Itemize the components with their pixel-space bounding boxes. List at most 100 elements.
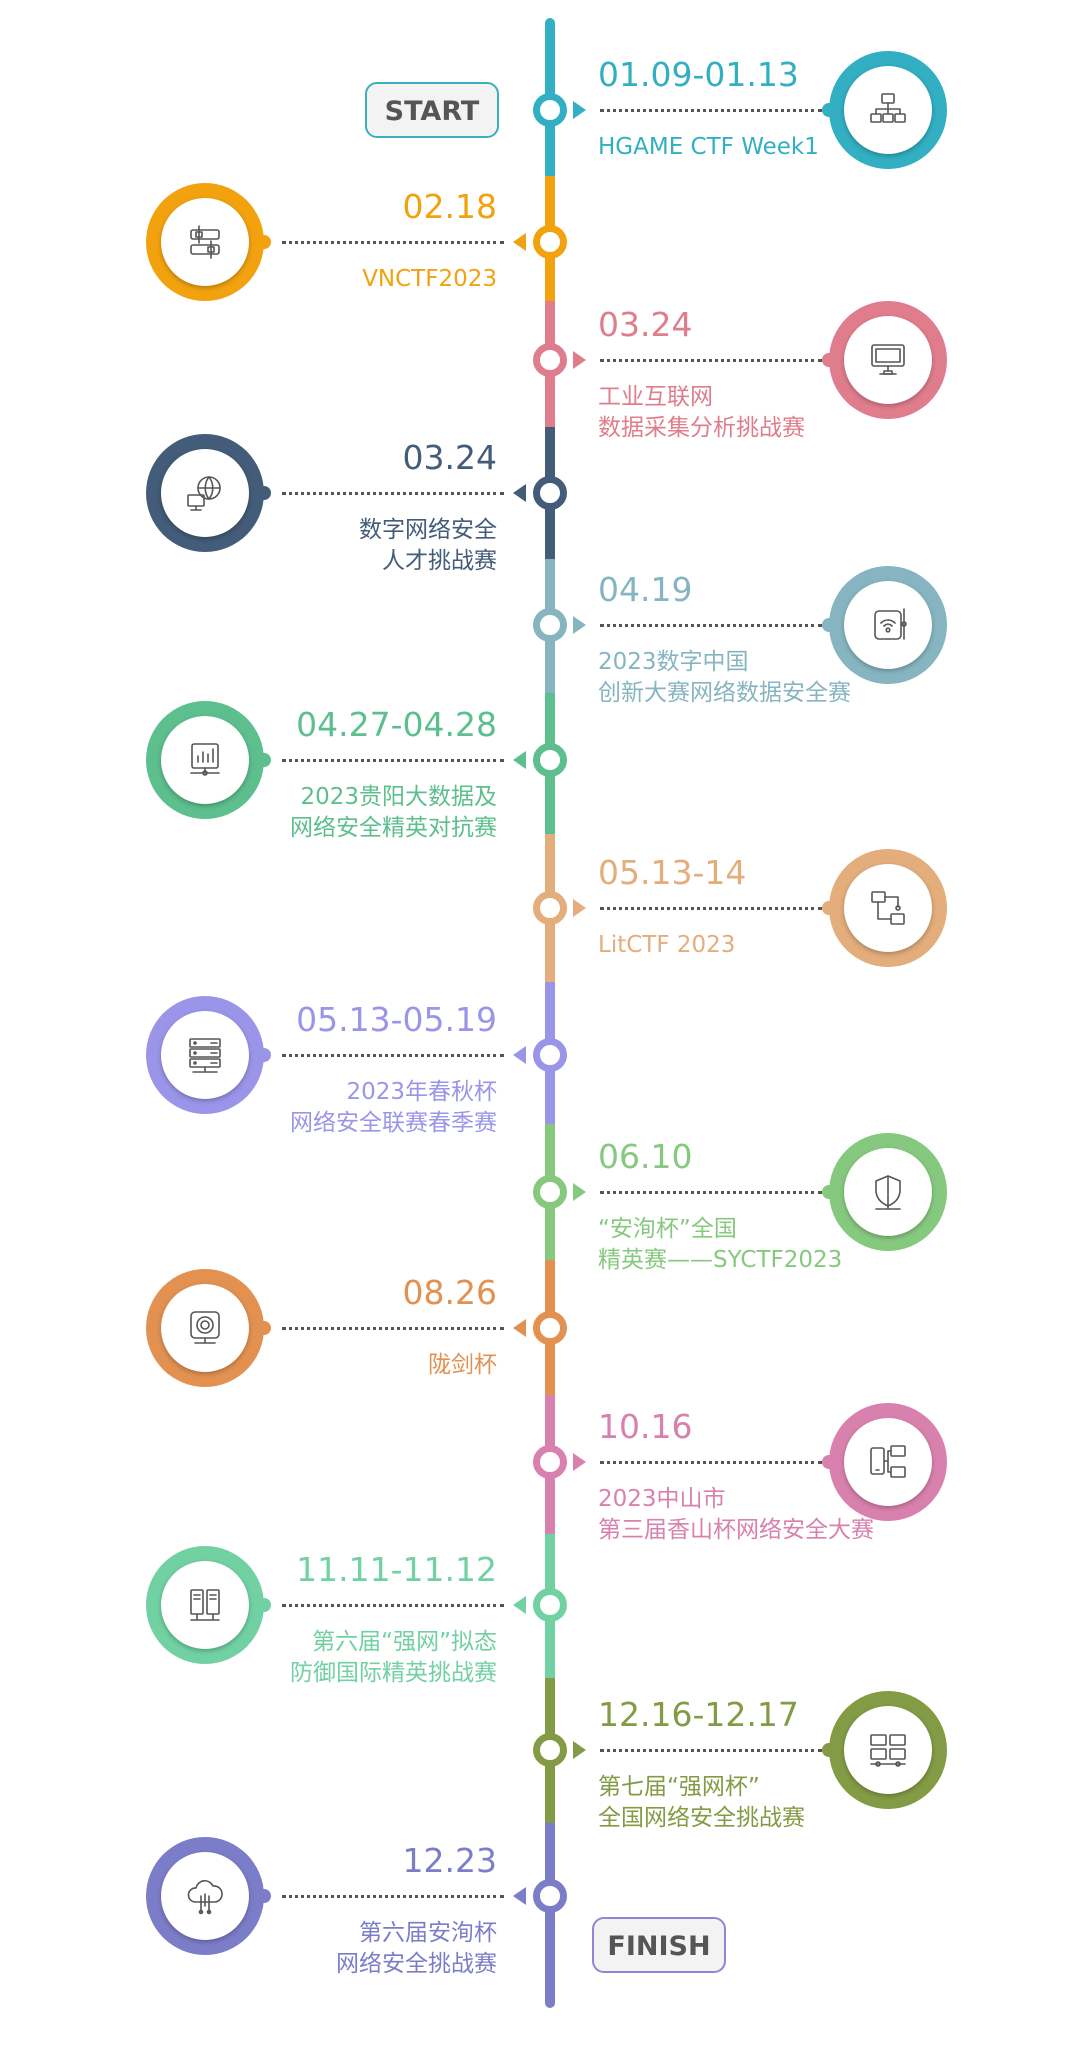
dotted-connector	[600, 359, 822, 362]
icon-backdrop	[844, 581, 932, 669]
event-icon-badge	[146, 434, 271, 552]
dotted-connector	[282, 1327, 504, 1330]
connector-knob	[822, 1185, 836, 1199]
timeline-node	[533, 1588, 567, 1622]
event-name-line: 第六届“强网”拟态	[312, 1629, 497, 1655]
event-icon-badge	[146, 701, 271, 819]
connector-knob	[257, 1048, 271, 1062]
event-date: 03.24	[402, 438, 497, 477]
event-date: 01.09-01.13	[598, 55, 799, 94]
dotted-connector	[282, 241, 504, 244]
event-name-line: 第三届香山杯网络安全大赛	[598, 1517, 874, 1543]
event-name-line: VNCTF2023	[362, 266, 497, 292]
event-date: 04.19	[598, 570, 693, 609]
pointer-arrow	[573, 616, 586, 634]
server-network-icon	[870, 1734, 906, 1767]
connector-knob	[822, 618, 836, 632]
timeline-node	[533, 93, 567, 127]
event-icon-badge	[146, 1837, 271, 1955]
connector-knob	[822, 1743, 836, 1757]
event-name-line: 第六届安洵杯	[359, 1920, 497, 1946]
timeline-node	[533, 225, 567, 259]
event-name-line: 网络安全联赛春季赛	[290, 1110, 497, 1136]
dotted-connector	[282, 759, 504, 762]
timeline-node	[533, 1175, 567, 1209]
event-name-line: LitCTF 2023	[598, 932, 736, 958]
dotted-connector	[600, 1191, 822, 1194]
pointer-arrow	[573, 1453, 586, 1471]
timeline-node	[533, 743, 567, 777]
connector-knob	[822, 103, 836, 117]
icon-backdrop	[161, 449, 249, 537]
icon-backdrop	[161, 1011, 249, 1099]
cloud-upload-icon	[187, 1880, 223, 1915]
servers-icon	[190, 1589, 220, 1621]
event-name-line: 第七届“强网杯”	[598, 1774, 760, 1800]
icon-backdrop	[161, 716, 249, 804]
dotted-connector	[600, 109, 822, 112]
pointer-arrow	[513, 484, 526, 502]
icon-backdrop	[844, 66, 932, 154]
dotted-connector	[600, 1461, 822, 1464]
event-name-line: 人才挑战赛	[382, 548, 497, 574]
event-name-line: 2023中山市	[598, 1486, 726, 1512]
event-name-line: 2023贵阳大数据及	[300, 784, 497, 810]
icon-backdrop	[844, 864, 932, 952]
event-icon-badge	[822, 1691, 947, 1809]
event-icon-badge	[822, 301, 947, 419]
connector-knob	[257, 753, 271, 767]
event-date: 05.13-05.19	[296, 1000, 497, 1039]
timeline-node	[533, 343, 567, 377]
event-name-line: 精英赛——SYCTF2023	[598, 1247, 843, 1273]
globe-network-icon	[187, 476, 221, 511]
icon-backdrop	[844, 1148, 932, 1236]
event-icon-badge	[822, 849, 947, 967]
pointer-arrow	[513, 1596, 526, 1614]
event-date: 05.13-14	[598, 853, 747, 892]
event-name-line: HGAME CTF Week1	[598, 134, 819, 160]
connector-knob	[257, 1598, 271, 1612]
event-name-line: 网络安全精英对抗赛	[290, 815, 497, 841]
monitor-icon	[871, 344, 905, 375]
event-date: 06.10	[598, 1137, 693, 1176]
event-icon-badge	[822, 51, 947, 169]
event-date: 10.16	[598, 1407, 693, 1446]
pointer-arrow	[573, 899, 586, 917]
event-name-line: 2023数字中国	[598, 649, 749, 675]
event-date: 02.18	[402, 187, 497, 226]
event-icon-badge	[146, 1546, 271, 1664]
dotted-connector	[282, 492, 504, 495]
event-date: 08.26	[402, 1273, 497, 1312]
pointer-arrow	[573, 1741, 586, 1759]
sliders-icon	[190, 225, 220, 259]
pointer-arrow	[513, 1887, 526, 1905]
event-date: 11.11-11.12	[296, 1550, 497, 1589]
event-icon-badge	[146, 996, 271, 1114]
event-name-line: “安洵杯”全国	[598, 1216, 737, 1242]
dotted-connector	[600, 907, 822, 910]
icon-backdrop	[161, 1561, 249, 1649]
event-name-line: 数据采集分析挑战赛	[598, 415, 805, 441]
timeline-node	[533, 1879, 567, 1913]
pointer-arrow	[513, 233, 526, 251]
dotted-connector	[600, 624, 822, 627]
timeline-node	[533, 476, 567, 510]
event-name-line: 网络安全挑战赛	[336, 1951, 497, 1977]
timeline-node	[533, 1445, 567, 1479]
pointer-arrow	[573, 351, 586, 369]
pointer-arrow	[513, 1046, 526, 1064]
server-rack-icon	[189, 1038, 221, 1073]
event-icon-badge	[146, 183, 271, 301]
network-hierarchy-icon	[870, 93, 906, 123]
timeline-node	[533, 1733, 567, 1767]
pointer-arrow	[573, 1183, 586, 1201]
connector-knob	[822, 901, 836, 915]
event-name-line: 2023年春秋杯	[346, 1079, 497, 1105]
pointer-arrow	[513, 1319, 526, 1337]
event-name-line: 防御国际精英挑战赛	[290, 1660, 497, 1686]
pointer-arrow	[513, 751, 526, 769]
timeline-node	[533, 1038, 567, 1072]
connector-knob	[257, 486, 271, 500]
dotted-connector	[282, 1604, 504, 1607]
icon-backdrop	[844, 1706, 932, 1794]
